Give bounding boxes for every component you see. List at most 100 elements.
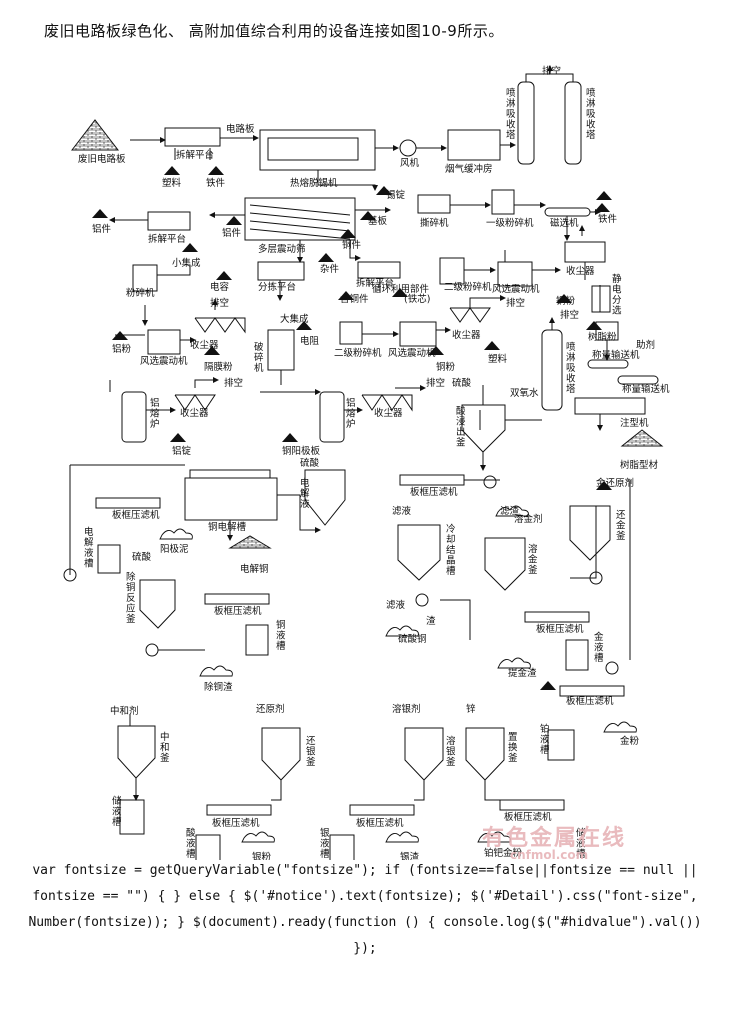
label-penlin-1: 喷淋吸收塔 [506, 88, 516, 141]
label-liusuantong: 硫酸铜 [398, 633, 427, 645]
filter-press-6 [206, 804, 272, 816]
label-tongfen-1: 铜粉 [556, 295, 576, 307]
label-boba: 铂钯金粉 [484, 847, 523, 859]
label-banyajiji-3: 板框压滤机 [410, 486, 458, 498]
label-shouchen-1: 收尘器 [566, 265, 595, 277]
gold-dissolve-tank [484, 537, 526, 591]
neutralize-tank [117, 725, 156, 779]
label-chutongzha: 除铜渣 [204, 681, 233, 693]
label-jinyecao: 金液槽 [594, 631, 604, 664]
label-chuyecao: 储液槽 [112, 795, 122, 828]
label-lengque: 冷却结晶槽 [446, 523, 456, 577]
label-penlin-2: 喷淋吸收塔 [586, 88, 596, 141]
primary-crusher [491, 189, 515, 215]
label-hantong: 含铜件 [340, 293, 369, 305]
label-lvjian-1: 铝件 [92, 223, 112, 235]
label-yinyecao: 银液槽 [320, 827, 330, 860]
cu-removal-reactor [139, 579, 176, 629]
label-yinfen: 银粉 [252, 851, 272, 860]
silver-liquid-tank [329, 834, 355, 860]
label-dianjietong: 电解铜 [240, 563, 269, 575]
label-lvfen: 铝粉 [112, 343, 132, 355]
label-jinfen: 金粉 [620, 735, 640, 747]
filter-press-8 [499, 799, 565, 811]
filter-press-5 [559, 685, 625, 697]
cu-electrolysis-cell [184, 477, 278, 521]
label-suanjin: 酸浸出釜 [456, 405, 466, 449]
label-liusuan-2: 硫酸 [300, 457, 320, 469]
label-yiji: 一级粉碎机 [486, 217, 534, 229]
label-zhuji: 助剂 [636, 339, 655, 351]
label-suliao-2: 塑料 [488, 353, 508, 365]
dust-collector-a [564, 241, 606, 263]
label-dianzu: 电阻 [300, 335, 320, 347]
label-tongdianjie: 铜电解槽 [208, 521, 247, 533]
process-flow-diagram: 排空喷淋吸收塔喷淋吸收塔废旧电路板电路板拆解平台塑料铁件风机烟气缓冲房热熔脱锡机… [63, 65, 670, 860]
label-tiejian-1: 铁件 [206, 177, 226, 189]
label-zha: 渣 [426, 615, 436, 627]
breaker [267, 329, 295, 371]
label-cixuan: 磁选机 [550, 217, 579, 229]
filter-press-4 [524, 611, 590, 623]
air-shaker-c [147, 329, 181, 355]
gold-liquid-tank [565, 639, 589, 671]
label-shuangyang: 双氧水 [510, 387, 539, 399]
label-rerong: 热熔脱锡机 [290, 177, 338, 189]
label-banyajiji-6: 板框压滤机 [212, 817, 260, 829]
label-tongyecao: 铜液槽 [276, 619, 286, 652]
label-paikong-2: 排空 [210, 297, 229, 309]
label-banyajiji-8: 板框压滤机 [504, 811, 552, 823]
label-erji-2: 二级粉碎机 [334, 347, 382, 359]
dismantle-table-2 [147, 211, 191, 231]
label-lvye-1: 滤液 [392, 505, 412, 517]
label-penlin-3: 喷淋吸收塔 [566, 342, 576, 395]
label-shuzhixingcai: 树脂型材 [620, 459, 659, 471]
cu-liquid-tank [245, 624, 269, 656]
label-rongyinji: 溶银剂 [392, 703, 421, 715]
label-rongyinfu: 溶银釜 [446, 735, 456, 768]
label-jiban: 基板 [368, 215, 388, 227]
label-chengliang-2: 称量输送机 [622, 383, 670, 395]
al-furnace-2 [319, 391, 345, 443]
pcb-pile [70, 119, 120, 151]
spray-tower-2 [564, 81, 582, 165]
label-fengxuan-3: 风选震动机 [140, 355, 188, 367]
label-xin: 锌 [466, 703, 476, 715]
silver-reduction-tank [261, 727, 301, 781]
label-fensuiji: 粉碎机 [126, 287, 155, 299]
weighing-conveyor-2 [617, 375, 659, 385]
filter-press-1 [95, 497, 161, 509]
silver-dissolve-tank [404, 727, 444, 781]
label-gemo: 隔膜粉 [204, 361, 233, 373]
spray-tower-3 [541, 329, 563, 411]
label-jingdian: 静电分选 [612, 273, 622, 317]
magnetic-separator [544, 207, 591, 217]
leaked-script-text: var fontsize = getQueryVariable("fontsiz… [28, 863, 702, 956]
label-suanyecao: 酸液槽 [186, 827, 196, 860]
label-dianluban: 电路板 [226, 123, 255, 135]
label-shouchen-2: 收尘器 [190, 339, 219, 351]
label-tiexin: (铁芯) [404, 293, 430, 305]
pt-liquid-tank [547, 729, 575, 761]
label-paikong-4: 排空 [560, 309, 579, 321]
label-zhuxing: 注型机 [620, 417, 649, 429]
watermark-logo: 有色金属在线 [482, 826, 627, 851]
label-feijiu: 废旧电路板 [78, 153, 126, 165]
air-shaker-a [497, 261, 533, 287]
cooling-crystal-tank [397, 524, 441, 581]
al-furnace-1 [121, 391, 147, 443]
label-suliao-1: 塑料 [162, 177, 182, 189]
label-shouchen-5: 收尘器 [374, 407, 403, 419]
label-chaijie-2: 拆解平台 [148, 233, 186, 245]
page-heading: 废旧电路板绿色化、 高附加值综合利用的设备连接如图10-9所示。 [44, 22, 504, 40]
label-tiejian-2: 铁件 [598, 213, 618, 225]
label-dajicheng: 大集成 [280, 313, 309, 325]
label-boyecao: 铂液槽 [540, 723, 550, 756]
injection-machine [574, 397, 646, 415]
spray-tower-1 [517, 81, 535, 165]
label-banyajiji-5: 板框压滤机 [566, 695, 614, 707]
watermark-url: cnfmol.com [510, 848, 589, 862]
acid-liquid-tank [195, 834, 221, 860]
label-jinhuanyuan: 金还原剂 [596, 477, 634, 489]
label-yanqi: 烟气缓冲房 [445, 163, 493, 175]
